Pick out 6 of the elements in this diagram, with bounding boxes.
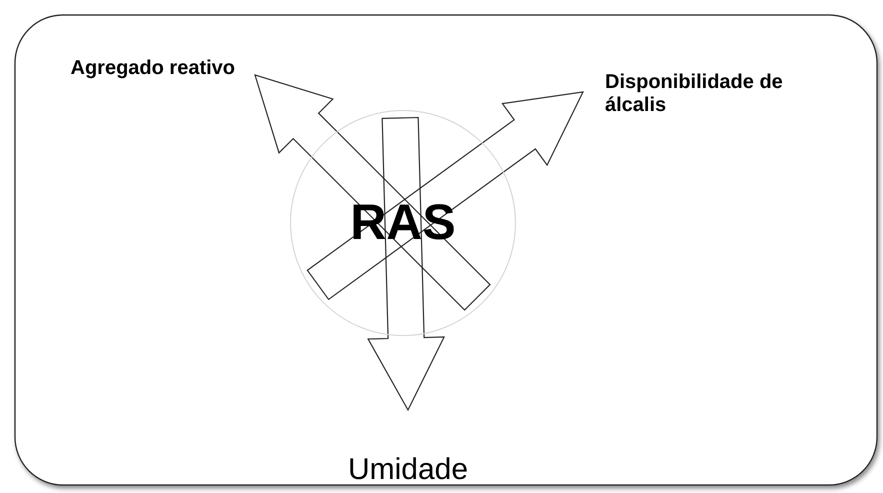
circle-node [290,110,516,336]
node-label: Agregado reativo [70,56,235,80]
node-label: Disponibilidade de álcalis [605,71,784,117]
node-label: Umidade [348,452,468,487]
block-arrow [254,74,491,311]
block-arrow [306,91,584,300]
